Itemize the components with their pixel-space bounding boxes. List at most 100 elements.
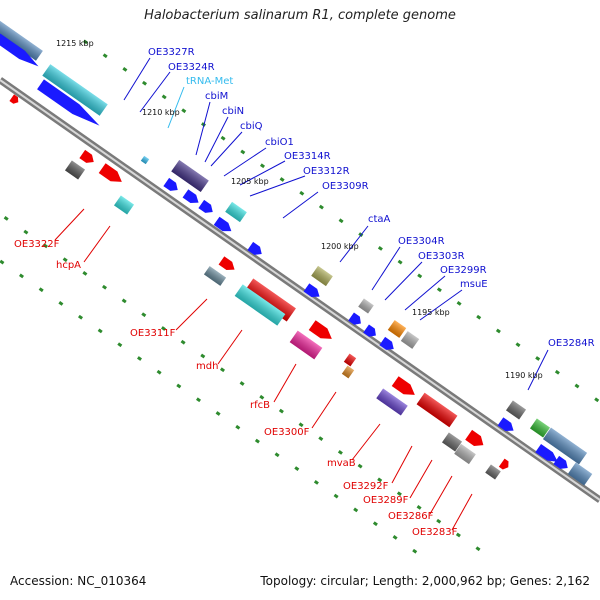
gene-feature[interactable] [391,376,419,400]
gene-label-mdh[interactable]: mdh [196,361,218,372]
gene-feature[interactable] [485,464,501,480]
tick-dash [156,369,162,375]
gene-feature[interactable] [454,443,476,465]
gene-feature[interactable] [37,79,103,130]
gene-label-OE3322F[interactable]: OE3322F [14,239,60,250]
tick-dash [161,94,167,100]
gene-label-OE3300F[interactable]: OE3300F [264,427,310,438]
gene-label-cbiN[interactable]: cbiN [222,106,244,117]
gene-feature[interactable] [140,155,150,165]
tick-dash [43,243,48,249]
leader-line [167,86,185,129]
gene-feature[interactable] [247,241,264,258]
gene-feature[interactable] [171,159,209,193]
gene-label-OE3284R[interactable]: OE3284R [548,338,595,349]
gene-feature[interactable] [98,163,126,187]
tick-dash [574,383,580,389]
gene-feature[interactable] [506,400,526,420]
gene-label-hcpA[interactable]: hcpA [56,260,81,271]
gene-feature[interactable] [79,149,96,166]
gene-feature[interactable] [289,330,323,360]
gene-feature[interactable] [163,177,180,194]
gene-feature[interactable] [341,365,355,379]
gene-feature[interactable] [65,160,85,180]
gene-feature[interactable] [498,458,511,472]
gene-feature[interactable] [387,320,407,338]
tick-dash [102,53,108,59]
tick-dash [102,284,107,290]
tick-dash [294,466,300,471]
gene-feature[interactable] [234,284,286,326]
gene-feature[interactable] [542,427,588,465]
tick-dash [254,438,260,444]
tick-dash [220,367,225,373]
gene-feature[interactable] [376,388,408,416]
gene-feature[interactable] [311,265,333,287]
gene-feature[interactable] [42,64,108,116]
gene-label-OE3324R[interactable]: OE3324R [168,62,215,73]
gene-label-rfcB[interactable]: rfcB [250,400,270,411]
gene-label-cbiO1[interactable]: cbiO1 [265,137,294,148]
gene-label-OE3292F[interactable]: OE3292F [343,481,389,492]
gene-feature[interactable] [358,298,374,314]
gene-feature[interactable] [553,455,570,472]
tick-dash [495,328,501,334]
gene-label-OE3309R[interactable]: OE3309R [322,181,369,192]
gene-feature[interactable] [203,266,227,286]
gene-label-OE3286F[interactable]: OE3286F [388,511,434,522]
gene-label-cbiQ[interactable]: cbiQ [240,121,263,132]
label-leaders [54,57,549,531]
gene-feature[interactable] [363,324,379,339]
gene-feature[interactable] [442,432,462,452]
tick-dash [372,521,378,527]
tick-dash [392,535,398,540]
gene-feature[interactable] [303,283,323,300]
gene-feature[interactable] [343,353,357,367]
gene-feature[interactable] [182,189,202,206]
gene-feature[interactable] [400,331,420,349]
gene-label-OE3304R[interactable]: OE3304R [398,236,445,247]
gene-feature[interactable] [198,199,215,216]
gene-feature[interactable] [497,417,517,434]
gene-label-OE3303R[interactable]: OE3303R [418,251,465,262]
gene-feature[interactable] [114,195,134,215]
tick-dash [141,312,147,318]
gene-label-OE3314R[interactable]: OE3314R [284,151,331,162]
gene-label-mvaB[interactable]: mvaB [327,458,356,469]
tick-dash [0,259,5,265]
gene-feature[interactable] [416,392,458,428]
gene-label-OE3327R[interactable]: OE3327R [148,47,195,58]
tick-dash [337,450,343,455]
tick-dash [200,353,206,359]
gene-feature[interactable] [465,429,487,450]
gene-label-OE3283F[interactable]: OE3283F [412,527,458,538]
gene-label-OE3299R[interactable]: OE3299R [440,265,487,276]
tick-dash [554,369,560,375]
gene-label-OE3311F[interactable]: OE3311F [130,328,176,339]
gene-label-cbiM[interactable]: cbiM [205,91,228,102]
gene-label-OE3289F[interactable]: OE3289F [363,495,409,506]
gene-feature[interactable] [0,33,41,71]
tick-dash [176,383,182,389]
gene-feature[interactable] [244,278,296,322]
gene-feature[interactable] [567,462,593,486]
gene-feature[interactable] [348,312,364,327]
gene-feature[interactable] [379,336,396,353]
gene-feature[interactable] [535,444,560,466]
gene-label-ctaA[interactable]: ctaA [368,214,391,225]
tick-dash [338,218,344,224]
tick-dash [318,436,324,441]
gene-feature[interactable] [213,216,234,236]
gene-feature[interactable] [0,15,43,61]
gene-feature[interactable] [530,418,550,438]
gene-label-OE3312R[interactable]: OE3312R [303,166,350,177]
gene-label-tRNA-Met[interactable]: tRNA-Met [186,76,233,87]
gene-feature[interactable] [218,256,238,273]
gene-feature[interactable] [308,320,336,344]
gene-feature[interactable] [225,201,247,223]
gene-label-msuE[interactable]: msuE [460,279,488,290]
tick-dash [436,518,442,524]
tick-dash [117,342,123,348]
gene-feature[interactable] [9,94,20,105]
tick-dash [235,424,241,430]
